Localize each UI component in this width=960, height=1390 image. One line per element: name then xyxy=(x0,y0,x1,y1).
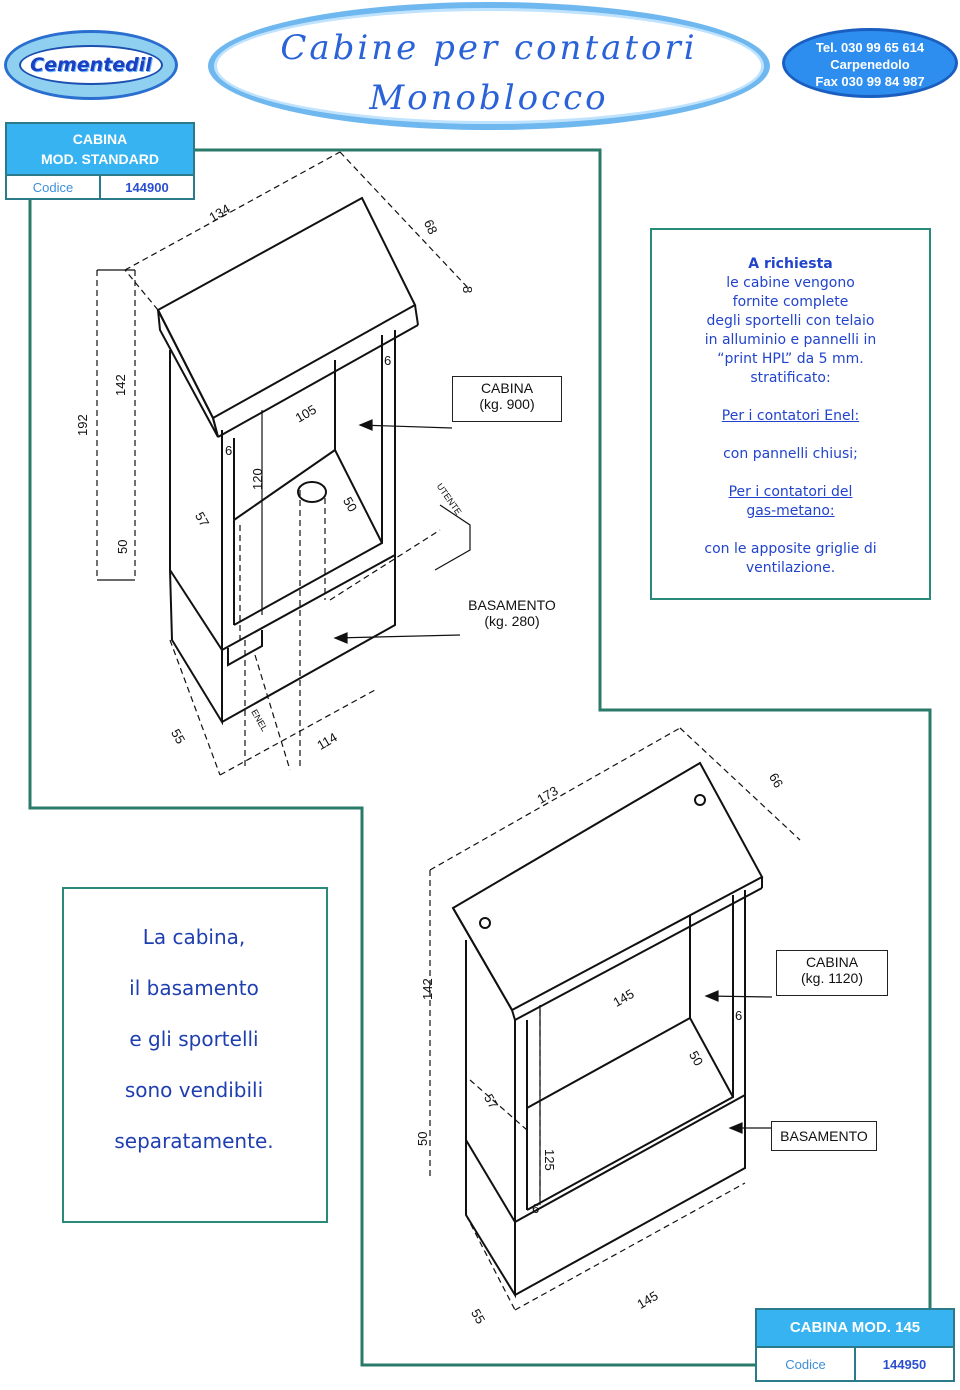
note-line6: “print HPL” da 5 mm. xyxy=(717,351,864,367)
standard-model-name-line1: CABINA xyxy=(72,131,128,147)
standard-code-label: Codice xyxy=(7,176,101,200)
standard-dimension-lines xyxy=(96,151,471,776)
note-line3: fornite complete xyxy=(732,294,849,310)
standard-cabin-label-weight: (kg. 900) xyxy=(479,396,535,412)
logo-text: Cementedil xyxy=(30,54,152,76)
dim-142: 142 xyxy=(113,374,128,396)
standard-model-code-box: CABINA MOD. STANDARD Codice 144900 xyxy=(5,122,195,200)
separate-sale-note-box xyxy=(62,887,328,1223)
standard-connection-tags: UTENTE ENEL xyxy=(249,481,463,733)
model-145-code-label: Codice xyxy=(757,1348,856,1382)
standard-base-label-name: BASAMENTO xyxy=(468,597,556,613)
dim-192: 192 xyxy=(75,414,90,436)
side-note-line1: La cabina, xyxy=(142,925,246,949)
note-line7: stratificato: xyxy=(750,370,831,386)
standard-cabin-label-name: CABINA xyxy=(480,380,534,396)
tag-enel: ENEL xyxy=(249,708,269,733)
standard-base-label: BASAMENTO (kg. 280) xyxy=(460,594,564,640)
note-gas-text1: con le apposite griglie di xyxy=(704,541,877,557)
dim-50-inner-145: 50 xyxy=(686,1048,706,1068)
dim-6-top: 6 xyxy=(384,353,391,368)
dim-6-145: 6 xyxy=(735,1008,742,1023)
note-line2: le cabine vengono xyxy=(726,275,855,291)
company-logo: Cementedil xyxy=(4,30,178,100)
dim-134: 134 xyxy=(206,201,232,225)
side-note-line5: separatamente. xyxy=(114,1129,274,1153)
model-145-cabin-label: CABINA (kg. 1120) xyxy=(776,950,888,996)
standard-code-value: 144900 xyxy=(125,180,169,195)
dim-8: 8 xyxy=(460,286,475,293)
note-enel-heading: Per i contatori Enel: xyxy=(721,408,860,424)
standard-model-name-line2: MOD. STANDARD xyxy=(41,151,159,167)
dim-57: 57 xyxy=(192,509,212,529)
model-145-base-label-name: BASAMENTO xyxy=(780,1128,868,1144)
dim-142-145: 142 xyxy=(420,978,435,1000)
side-note-line3: e gli sportelli xyxy=(129,1027,259,1051)
page-title-line2: Monoblocco xyxy=(369,78,609,118)
note-line5: in alluminio e pannelli in xyxy=(704,332,877,348)
dim-6-side: 6 xyxy=(225,443,232,458)
phone-number: Tel. 030 99 65 614 xyxy=(815,40,925,55)
dim-55-145: 55 xyxy=(468,1306,488,1326)
dim-120: 120 xyxy=(250,468,265,490)
note-gas-heading2: gas-metano: xyxy=(746,503,835,519)
model-145-dimension-labels: 173 66 142 145 6 50 57 125 6 50 55 145 xyxy=(415,770,786,1326)
dim-145-inner: 145 xyxy=(610,986,636,1010)
dim-57-145: 57 xyxy=(481,1091,501,1111)
standard-model-title: CABINA MOD. STANDARD xyxy=(7,124,193,174)
model-145-code-value: 144950 xyxy=(882,1357,927,1372)
drawing-frame xyxy=(28,148,932,1367)
city-name: Carpenedolo xyxy=(830,57,910,72)
dim-50-inner: 50 xyxy=(340,494,360,514)
dim-114: 114 xyxy=(314,729,339,752)
dim-105: 105 xyxy=(293,402,319,426)
model-145-cabin-drawing xyxy=(451,761,764,1299)
note-gas-heading1: Per i contatori del xyxy=(728,484,853,500)
page-title-line1: Cabine per contatori xyxy=(280,28,698,68)
standard-model-code-row: Codice 144900 xyxy=(7,174,193,200)
note-line1: A richiesta xyxy=(748,256,833,272)
side-note-line4: sono vendibili xyxy=(124,1078,264,1102)
contact-badge: Tel. 030 99 65 614 Carpenedolo Fax 030 9… xyxy=(782,28,958,98)
side-note-line2: il basamento xyxy=(129,976,259,1000)
logo-inner: Cementedil xyxy=(19,45,163,85)
dim-145-base: 145 xyxy=(634,1288,660,1312)
standard-cabin-label: CABINA (kg. 900) xyxy=(452,376,562,422)
dim-50-base-145: 50 xyxy=(415,1132,430,1146)
model-145-dimension-ticks xyxy=(539,990,773,1205)
fax-number: Fax 030 99 84 987 xyxy=(815,74,925,89)
standard-dimension-ticks xyxy=(97,269,471,644)
dim-68: 68 xyxy=(421,217,441,236)
dim-66: 66 xyxy=(766,770,786,790)
dim-125: 125 xyxy=(542,1149,557,1171)
dim-55: 55 xyxy=(168,726,188,746)
note-gas-text2: ventilazione. xyxy=(745,560,836,576)
note-line4: degli sportelli con telaio xyxy=(706,313,875,329)
model-145-cabin-label-name: CABINA xyxy=(805,954,859,970)
dim-6-bottom-145: 6 xyxy=(532,1201,539,1216)
dim-173: 173 xyxy=(534,783,560,807)
model-145-base-label: BASAMENTO xyxy=(771,1121,877,1151)
model-145-code-row: Codice 144950 xyxy=(757,1346,953,1382)
model-145-code-box: CABINA MOD. 145 Codice 144950 xyxy=(755,1308,955,1382)
model-145-cabin-label-weight: (kg. 1120) xyxy=(801,970,863,986)
note-enel-text: con pannelli chiusi; xyxy=(723,446,858,462)
options-note-box: A richiesta le cabine vengono fornite co… xyxy=(650,228,931,600)
standard-base-label-weight: (kg. 280) xyxy=(484,613,540,629)
model-145-title: CABINA MOD. 145 xyxy=(757,1310,953,1346)
title-banner: Cabine per contatori Monoblocco xyxy=(208,2,770,130)
dim-50-base: 50 xyxy=(115,540,130,554)
standard-cabin-drawing xyxy=(156,196,419,726)
